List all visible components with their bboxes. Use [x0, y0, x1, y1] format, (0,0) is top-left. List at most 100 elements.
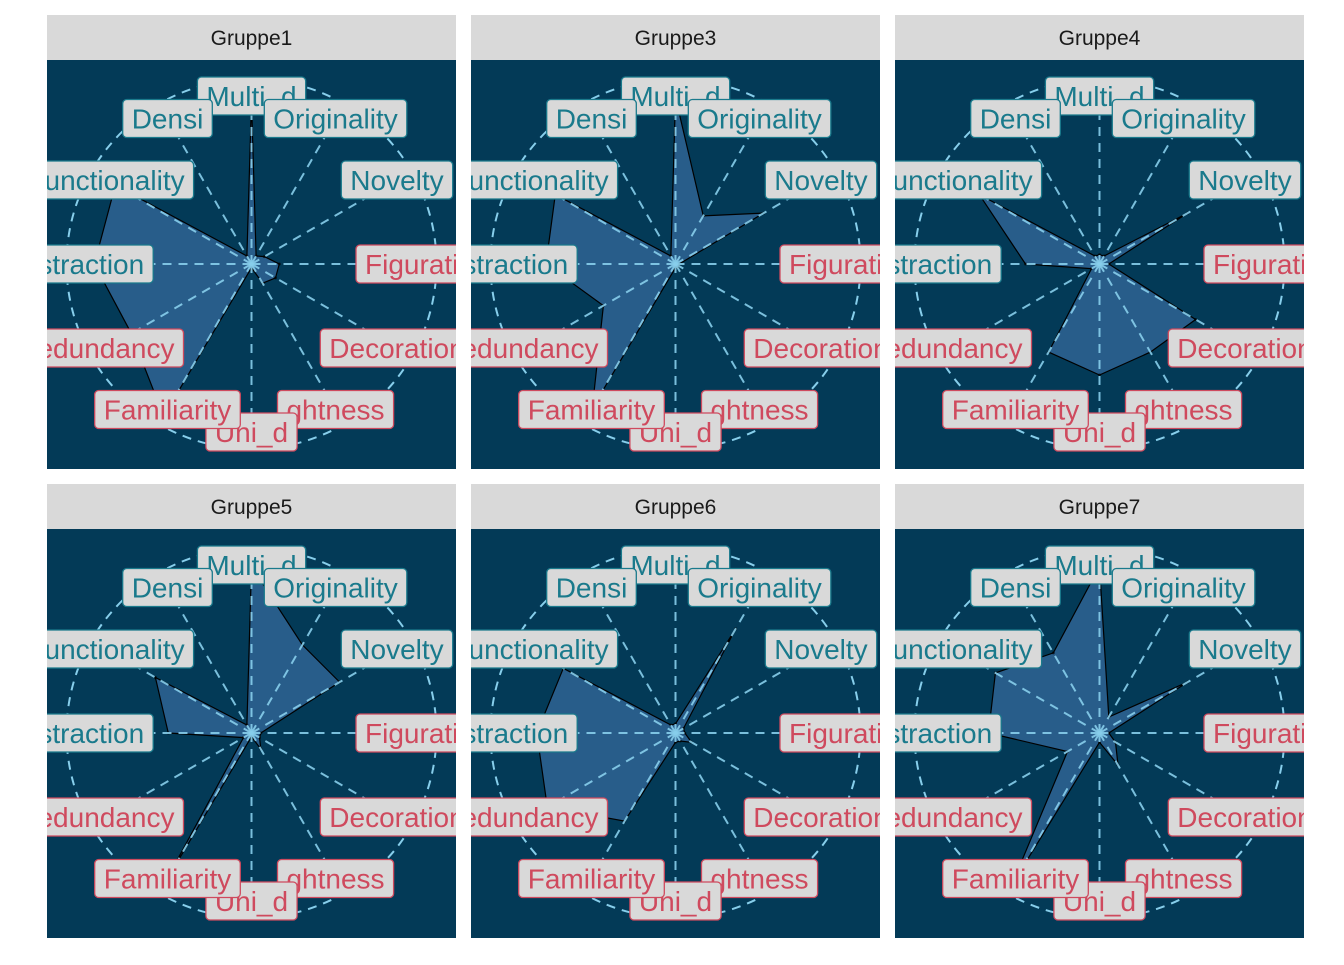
- panel-strip: [471, 15, 880, 60]
- axis-label-familiarity: Familiarity: [942, 858, 1089, 899]
- svg-text:Functionality: Functionality: [875, 165, 1032, 196]
- svg-text:Figuratio: Figuratio: [365, 718, 474, 749]
- axis-label-density: Densi: [546, 98, 637, 139]
- svg-text:Originality: Originality: [273, 573, 397, 604]
- axis-label-brightness: ghtness: [1124, 858, 1243, 899]
- svg-text:Decoration: Decoration: [753, 333, 888, 364]
- svg-text:Originality: Originality: [697, 104, 821, 135]
- svg-text:Familiarity: Familiarity: [528, 394, 656, 425]
- axis-label-redundancy: edundancy: [461, 328, 609, 368]
- svg-text:Novelty: Novelty: [1198, 165, 1291, 196]
- svg-text:Functionality: Functionality: [27, 634, 184, 665]
- svg-text:Functionality: Functionality: [27, 165, 184, 196]
- axis-label-functionality: Functionality: [471, 160, 619, 200]
- axis-label-density: Densi: [546, 567, 637, 608]
- data-point-novelty: [262, 255, 266, 259]
- axis-label-decoration: Decoration: [1167, 328, 1312, 368]
- axis-label-novelty: Novelty: [340, 629, 454, 669]
- axis-label-originality: Originality: [263, 567, 408, 608]
- data-point-uni-d: [1098, 373, 1101, 377]
- svg-text:Figuratio: Figuratio: [365, 249, 474, 280]
- svg-text:Decoration: Decoration: [1177, 333, 1312, 364]
- axis-label-originality: Originality: [687, 567, 832, 608]
- axis-label-brightness: ghtness: [1124, 389, 1243, 430]
- axis-label-abstraction: ostraction: [471, 713, 578, 753]
- svg-text:ostraction: ostraction: [23, 249, 144, 280]
- svg-text:ghtness: ghtness: [1134, 863, 1232, 894]
- svg-text:Figuratio: Figuratio: [1213, 718, 1322, 749]
- svg-text:Originality: Originality: [1121, 573, 1245, 604]
- svg-text:edundancy: edundancy: [461, 802, 598, 833]
- svg-text:edundancy: edundancy: [37, 802, 174, 833]
- svg-text:Novelty: Novelty: [350, 634, 443, 665]
- axis-label-density: Densi: [970, 98, 1061, 139]
- axis-label-functionality: Functionality: [451, 629, 619, 669]
- panel-strip: [471, 484, 880, 529]
- axis-label-functionality: Functionality: [875, 160, 1043, 200]
- axis-label-abstraction: ostraction: [871, 244, 1002, 284]
- axis-label-novelty: Novelty: [764, 160, 878, 200]
- svg-text:Decoration: Decoration: [753, 802, 888, 833]
- panel-strip: [895, 15, 1304, 60]
- panel-strip: [895, 484, 1304, 529]
- axis-label-familiarity: Familiarity: [518, 858, 665, 899]
- svg-text:Functionality: Functionality: [451, 634, 608, 665]
- axis-label-abstraction: ostraction: [447, 244, 578, 284]
- svg-text:Originality: Originality: [273, 104, 397, 135]
- svg-text:ghtness: ghtness: [1134, 394, 1232, 425]
- axis-label-figuration: Figuratio: [779, 244, 898, 284]
- svg-text:Decoration: Decoration: [329, 333, 464, 364]
- svg-text:ostraction: ostraction: [447, 249, 568, 280]
- svg-text:Densi: Densi: [980, 573, 1052, 604]
- svg-text:Functionality: Functionality: [875, 634, 1032, 665]
- axis-label-decoration: Decoration: [319, 797, 464, 837]
- axis-label-functionality: Functionality: [27, 160, 195, 200]
- panel-gruppe4: Gruppe4Multi_dOriginalityNoveltyFigurati…: [871, 15, 1322, 469]
- axis-label-familiarity: Familiarity: [94, 858, 241, 899]
- axis-label-redundancy: edundancy: [47, 328, 185, 368]
- axis-label-abstraction: ostraction: [23, 244, 154, 284]
- axis-label-brightness: ghtness: [276, 389, 395, 430]
- axis-label-abstraction: ostraction: [47, 713, 154, 753]
- axis-label-decoration: Decoration: [319, 328, 464, 368]
- axis-label-novelty: Novelty: [340, 160, 454, 200]
- axis-label-density: Densi: [970, 567, 1061, 608]
- axis-label-familiarity: Familiarity: [94, 389, 241, 430]
- svg-text:Novelty: Novelty: [350, 165, 443, 196]
- panel-title: Gruppe3: [635, 27, 717, 50]
- axis-label-brightness: ghtness: [276, 858, 395, 899]
- axis-label-originality: Originality: [1111, 98, 1256, 139]
- panel-gruppe7: Gruppe7Multi_dOriginalityNoveltyFigurati…: [875, 484, 1322, 938]
- svg-text:ghtness: ghtness: [286, 863, 384, 894]
- panel-gruppe3: Gruppe3Multi_dOriginalityNoveltyFigurati…: [447, 15, 898, 469]
- data-point-decoration: [274, 276, 277, 280]
- data-point-decoration: [1194, 318, 1198, 321]
- svg-text:Decoration: Decoration: [329, 802, 464, 833]
- axis-label-decoration: Decoration: [743, 328, 888, 368]
- axis-label-abstraction: ostraction: [895, 713, 1002, 753]
- svg-text:Densi: Densi: [980, 104, 1052, 135]
- svg-text:Familiarity: Familiarity: [104, 394, 232, 425]
- axis-label-redundancy: edundancy: [895, 328, 1033, 368]
- svg-text:Originality: Originality: [697, 573, 821, 604]
- axis-label-familiarity: Familiarity: [942, 389, 1089, 430]
- axis-label-novelty: Novelty: [1188, 629, 1302, 669]
- svg-text:Densi: Densi: [556, 573, 628, 604]
- panel-gruppe5: Gruppe5Multi_dOriginalityNoveltyFigurati…: [27, 484, 474, 938]
- svg-text:Densi: Densi: [132, 104, 204, 135]
- axis-label-originality: Originality: [1111, 567, 1256, 608]
- svg-text:Figuratio: Figuratio: [1213, 249, 1322, 280]
- svg-text:ghtness: ghtness: [710, 394, 808, 425]
- axis-label-brightness: ghtness: [700, 389, 819, 430]
- axis-label-functionality: Functionality: [27, 629, 195, 669]
- svg-text:ostraction: ostraction: [871, 249, 992, 280]
- axis-label-figuration: Figuratio: [1203, 713, 1322, 753]
- svg-text:edundancy: edundancy: [461, 333, 598, 364]
- svg-text:Figuratio: Figuratio: [789, 249, 898, 280]
- svg-text:Originality: Originality: [1121, 104, 1245, 135]
- svg-text:Figuratio: Figuratio: [789, 718, 898, 749]
- panel-title: Gruppe1: [211, 27, 293, 50]
- axis-label-redundancy: edundancy: [461, 797, 609, 837]
- panel-title: Gruppe4: [1059, 27, 1141, 50]
